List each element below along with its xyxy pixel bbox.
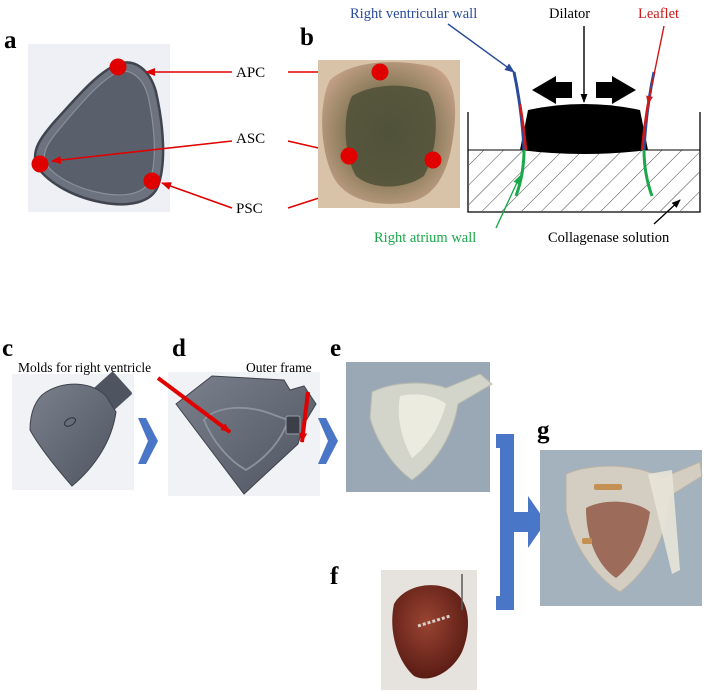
container — [467, 112, 701, 213]
mold-hole — [64, 417, 76, 427]
panel-label-b: b — [300, 24, 314, 51]
flow-arrow-d-to-e — [318, 418, 338, 464]
arrow-atrium-wall — [495, 175, 521, 229]
psc-label: PSC — [236, 201, 263, 217]
right-atrium-wall-line — [642, 149, 654, 197]
right-leaflet — [640, 103, 650, 151]
panel-e-silicone-cast — [346, 362, 493, 492]
panel-label-c: c — [2, 335, 13, 362]
ventricle-mold-body — [29, 383, 117, 487]
apc-marker-a — [109, 58, 127, 76]
annulus-ring-inner — [43, 70, 155, 196]
apc-label: APC — [236, 65, 265, 81]
panel-f-heart-photo — [381, 570, 477, 690]
panel-label-f: f — [330, 563, 339, 590]
arrow-collagenase — [653, 199, 681, 225]
asc-marker-a — [31, 155, 49, 173]
combine-arrow — [496, 434, 546, 610]
arrow-asc-to-a — [51, 140, 233, 164]
panel-g-assembled-model — [540, 450, 703, 606]
heart — [392, 585, 468, 679]
dilator-label: Dilator — [549, 6, 590, 22]
silicone-highlight — [398, 394, 446, 458]
arrow-leaflet — [646, 25, 665, 105]
panel-a-annulus-model — [28, 44, 170, 212]
valve-orifice — [345, 85, 436, 187]
panel-b-tissue-photo — [318, 60, 460, 208]
dilator-arrow-right — [596, 76, 636, 104]
panel-label-g: g — [537, 417, 550, 444]
clip-tag-g — [582, 538, 592, 544]
mold-tab — [94, 371, 132, 411]
left-leaflet — [518, 103, 528, 151]
psc-marker-b — [424, 151, 442, 169]
asc-marker-b — [340, 147, 358, 165]
dilator-arrow-left — [532, 76, 572, 104]
arrow-psc-to-a — [161, 182, 233, 209]
frame-port — [285, 415, 301, 435]
asc-label: ASC — [236, 131, 265, 147]
suture-tag-g — [594, 484, 622, 490]
left-atrium-wall — [514, 149, 526, 197]
outer-frame-body — [175, 375, 317, 495]
arrow-ventricular-wall — [447, 23, 515, 73]
dilator-block — [520, 104, 648, 154]
arrow-outer-frame — [299, 391, 310, 443]
right-ventricular-wall-label: Right ventricular wall — [350, 6, 477, 22]
panel-b-dilator-schematic — [467, 71, 701, 213]
outer-frame-label: Outer frame — [246, 360, 312, 375]
heart-suture — [417, 614, 451, 628]
panel-label-a: a — [4, 27, 17, 54]
panel-label-d: d — [172, 335, 186, 362]
apc-marker-b — [371, 63, 389, 81]
collagenase-solution-area — [469, 150, 699, 211]
frame-plate-g — [648, 470, 680, 574]
ventricle-cavity-outline — [202, 406, 290, 472]
psc-marker-a — [143, 172, 161, 190]
molds-for-right-ventricle-label: Molds for right ventricle — [18, 360, 151, 375]
arrow-molds-for-right-ventricle — [156, 376, 232, 434]
panel-c-ventricle-mold — [12, 371, 134, 490]
collagenase-solution-label: Collagenase solution — [548, 230, 670, 246]
panel-label-e: e — [330, 335, 341, 362]
heart-inside-g — [586, 501, 650, 578]
right-atrium-wall-label: Right atrium wall — [374, 230, 476, 246]
leaflet-label: Leaflet — [638, 6, 679, 22]
left-ventricular-wall — [512, 71, 526, 151]
flow-arrow-c-to-d — [138, 418, 158, 464]
panel-d-mold-frame — [168, 372, 320, 496]
